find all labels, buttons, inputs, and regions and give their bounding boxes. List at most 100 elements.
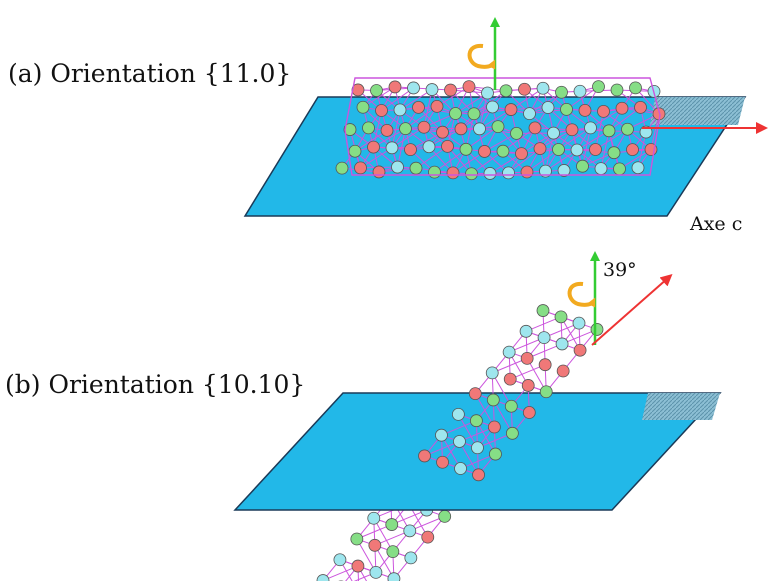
c-axis-arrow-b (591, 274, 673, 346)
atom (552, 143, 565, 156)
atom (333, 553, 347, 567)
atom (573, 343, 587, 357)
atom (555, 85, 568, 99)
rotation-icon-a (467, 43, 496, 70)
atom (510, 127, 523, 140)
lattice-bond (465, 126, 499, 150)
atom (487, 420, 501, 434)
atom (572, 316, 586, 330)
atom (380, 123, 394, 137)
atom (521, 379, 535, 392)
atom (354, 161, 367, 175)
crystal-a (335, 77, 666, 181)
atom (435, 428, 448, 442)
atom (554, 310, 568, 324)
atom (351, 559, 365, 573)
atom (462, 80, 476, 94)
atom (404, 143, 417, 157)
atom (556, 364, 570, 378)
atom (520, 351, 534, 365)
atom (485, 366, 499, 380)
atom (537, 331, 551, 345)
atom (438, 509, 452, 523)
atom (385, 141, 399, 155)
atom (610, 83, 624, 97)
atom (538, 358, 552, 372)
atom (536, 81, 550, 95)
lattice-bond (471, 150, 504, 175)
atom (454, 122, 468, 136)
atom (335, 161, 349, 175)
atom (590, 323, 604, 336)
atom (399, 122, 412, 136)
lattice-bond (566, 86, 599, 110)
lattice-bond (545, 132, 554, 172)
lattice-bond (508, 148, 541, 174)
atom (471, 441, 484, 455)
atom (444, 83, 457, 97)
atom (491, 120, 505, 134)
atom (469, 414, 483, 428)
atom (613, 162, 626, 176)
atom (503, 372, 517, 386)
atom (417, 120, 431, 134)
atom (367, 511, 381, 525)
atom (409, 161, 423, 175)
atom (560, 102, 573, 116)
atom (557, 164, 571, 177)
atom (576, 159, 589, 173)
atom (502, 166, 515, 180)
lattice-bond (405, 105, 438, 130)
atom (343, 123, 357, 136)
lattice-bond (373, 517, 394, 552)
atom (386, 545, 400, 559)
atom (385, 518, 399, 531)
atom (468, 387, 482, 401)
atom (356, 100, 370, 114)
atom (573, 84, 587, 98)
atom (570, 143, 584, 157)
c-axis-label: Axe c (689, 213, 742, 235)
lattice-bond (357, 565, 368, 581)
atom (369, 565, 383, 579)
atom (467, 107, 481, 121)
atom (425, 83, 439, 96)
atom (465, 167, 478, 181)
atom (639, 125, 653, 139)
lattice-bond (423, 89, 433, 128)
atom (436, 455, 449, 469)
angle-label: 39° (603, 259, 637, 281)
atom (533, 142, 547, 155)
panel-a-label: (a) Orientation {11.0} (8, 59, 291, 88)
atom (418, 449, 431, 463)
lattice-bond (508, 351, 529, 386)
atom (502, 345, 516, 359)
atom (481, 86, 494, 100)
atom (350, 532, 364, 546)
atom (388, 80, 402, 94)
atom (539, 385, 553, 399)
atom (528, 121, 542, 135)
atom (520, 165, 534, 179)
slab-outline (344, 77, 661, 176)
lattice-bond (526, 149, 559, 173)
atom (536, 304, 550, 317)
atom (453, 435, 466, 448)
lattice-bond (558, 127, 591, 150)
atom (539, 164, 552, 178)
atom (472, 468, 485, 482)
atom (607, 146, 621, 160)
atom (634, 100, 647, 114)
atom (541, 101, 555, 114)
atom (387, 572, 401, 581)
atom (459, 142, 473, 156)
atom (489, 447, 502, 461)
atom (403, 524, 417, 538)
atom (594, 162, 608, 175)
atom (393, 103, 407, 117)
atom (454, 462, 467, 475)
atom (428, 165, 441, 179)
atom (451, 407, 465, 421)
atom (499, 84, 513, 98)
